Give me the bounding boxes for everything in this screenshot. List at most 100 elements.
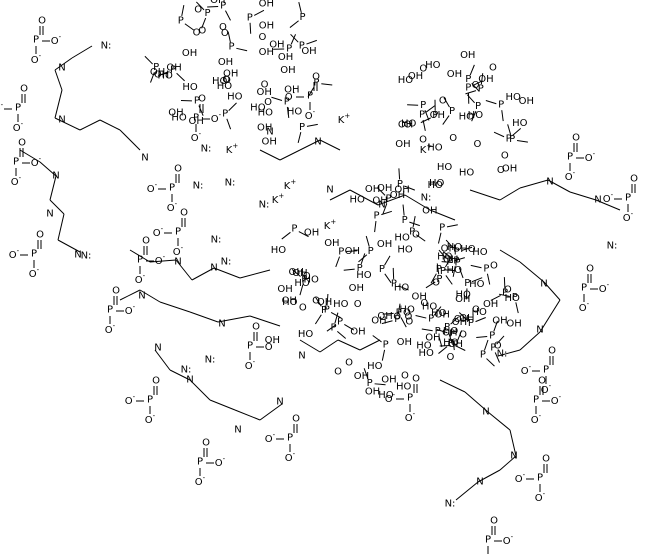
oxide-anion-label: O-	[603, 191, 614, 205]
hydroxyl-group: OH	[519, 96, 534, 107]
hydroxyl-group: HO	[394, 232, 410, 243]
phosphorus-atom: P	[581, 283, 587, 294]
chain-bond	[57, 239, 81, 253]
hydroxyl-group: OH	[398, 119, 413, 130]
oxide-anion-label: O-	[531, 412, 542, 426]
oxygen-atom: O	[501, 151, 509, 162]
hydroxyl-group: OH	[280, 65, 295, 76]
phosphorus-atom: P	[15, 103, 21, 114]
oxygen-atom: O	[449, 133, 457, 144]
hydroxyl-group: OH	[390, 190, 405, 201]
oxygen-atom: O	[36, 230, 44, 241]
phosphorus-atom: P	[465, 74, 471, 85]
phosphorus-atom: P	[170, 64, 176, 75]
oxygen-atom: O	[403, 308, 411, 319]
chain-bond	[543, 281, 561, 301]
oxide-anion-label: O-	[167, 200, 178, 214]
chain-bond	[239, 269, 271, 279]
phosphorus-atom: P	[483, 263, 489, 274]
chain-bond	[259, 403, 283, 421]
p-o-bond	[337, 330, 347, 339]
oxygen-atom: O	[542, 454, 550, 465]
p-o-bond	[358, 254, 368, 263]
chain-bond	[497, 349, 521, 357]
p-o-bond	[465, 90, 477, 95]
oxide-anion-label: O-	[585, 150, 596, 164]
oxygen-atom: O	[252, 322, 260, 333]
amine-nitrogen: N	[74, 250, 81, 261]
phosphorus-atom: P	[440, 266, 446, 277]
p-o-bond	[472, 80, 483, 87]
phosphorus-atom: P	[454, 246, 460, 257]
p-o-bond	[438, 346, 448, 354]
hydroxyl-group: OH	[182, 48, 197, 59]
oxygen-atom: O	[432, 278, 440, 289]
phosphorus-atom: P	[321, 305, 327, 316]
hydroxyl-group: OH	[269, 39, 284, 50]
chain-bond	[57, 213, 65, 241]
phosphorus-atom: P	[220, 1, 226, 12]
oxygen-atom: O	[334, 367, 342, 378]
chain-bond	[159, 301, 191, 313]
p-o-bond	[346, 250, 358, 253]
p-o-bond	[455, 345, 466, 351]
oxide-anion-label: O-	[265, 339, 276, 353]
p-o-bond	[226, 118, 232, 130]
hydroxyl-group: HO	[455, 289, 471, 300]
amine-nitrogen: N	[298, 351, 305, 362]
oxygen-atom: O	[38, 16, 46, 27]
chain-bond	[299, 139, 321, 151]
hydroxyl-group: OH	[317, 297, 332, 308]
hydroxyl-group: HO	[512, 118, 528, 129]
hydroxyl-group: HO	[506, 92, 522, 103]
p-o-bond	[374, 383, 386, 386]
p-o-bond	[326, 324, 337, 332]
terminal-nitrogen: N:	[101, 41, 112, 52]
phosphorus-atom: P	[475, 101, 481, 112]
oxygen-atom: O	[312, 72, 320, 83]
chain-bond	[54, 117, 81, 131]
oxygen-atom: O	[472, 80, 480, 91]
phosphorus-atom: P	[533, 395, 539, 406]
oxide-anion-label: O-	[195, 474, 206, 488]
oxygen-atom: O	[405, 316, 413, 327]
p-o-bond	[360, 253, 366, 265]
terminal-nitrogen: N:	[221, 257, 232, 268]
chain-bond	[119, 129, 141, 151]
hydroxyl-group: OH	[223, 68, 238, 79]
chain-bond	[519, 261, 545, 283]
hydroxyl-group: OH	[483, 299, 498, 310]
oxygen-atom: O	[404, 119, 412, 130]
hydroxyl-group: HO	[378, 390, 394, 401]
hydroxyl-group: HO	[182, 82, 198, 93]
oxygen-atom: O	[472, 304, 480, 315]
hydroxyl-group: HO	[298, 329, 314, 340]
p-o-bond	[184, 23, 195, 31]
hydroxyl-group: OH	[301, 46, 316, 57]
p-o-bond	[344, 324, 355, 331]
oxide-anion-label: O-	[503, 533, 514, 547]
p-o-bond	[253, 9, 265, 16]
potassium-ion: K+	[338, 112, 351, 126]
hydroxyl-group: OH	[377, 239, 392, 250]
oxygen-atom: O	[393, 312, 401, 323]
p-o-bond	[201, 17, 207, 29]
p-o-bond	[381, 320, 393, 325]
p-o-bond	[249, 22, 252, 34]
p-o-bond	[425, 105, 436, 113]
phosphorus-atom: P	[490, 342, 496, 353]
phosphorus-atom: P	[228, 42, 234, 53]
oxygen-atom: O	[223, 75, 231, 86]
chain-bond	[319, 339, 339, 353]
phosphorus-atom: P	[284, 97, 290, 108]
hydroxyl-group: OH	[259, 20, 274, 31]
oxygen-atom: O	[142, 236, 150, 247]
hydroxyl-group: HO	[422, 301, 438, 312]
hydroxyl-group: HO	[171, 112, 187, 123]
oxygen-atom: O	[303, 271, 311, 282]
phosphorus-atom: P	[386, 193, 392, 204]
oxide-anion-label: O-	[31, 155, 42, 169]
p-o-bond	[516, 139, 528, 143]
hydroxyl-group: HO	[394, 283, 410, 294]
p-o-bond	[376, 187, 386, 196]
